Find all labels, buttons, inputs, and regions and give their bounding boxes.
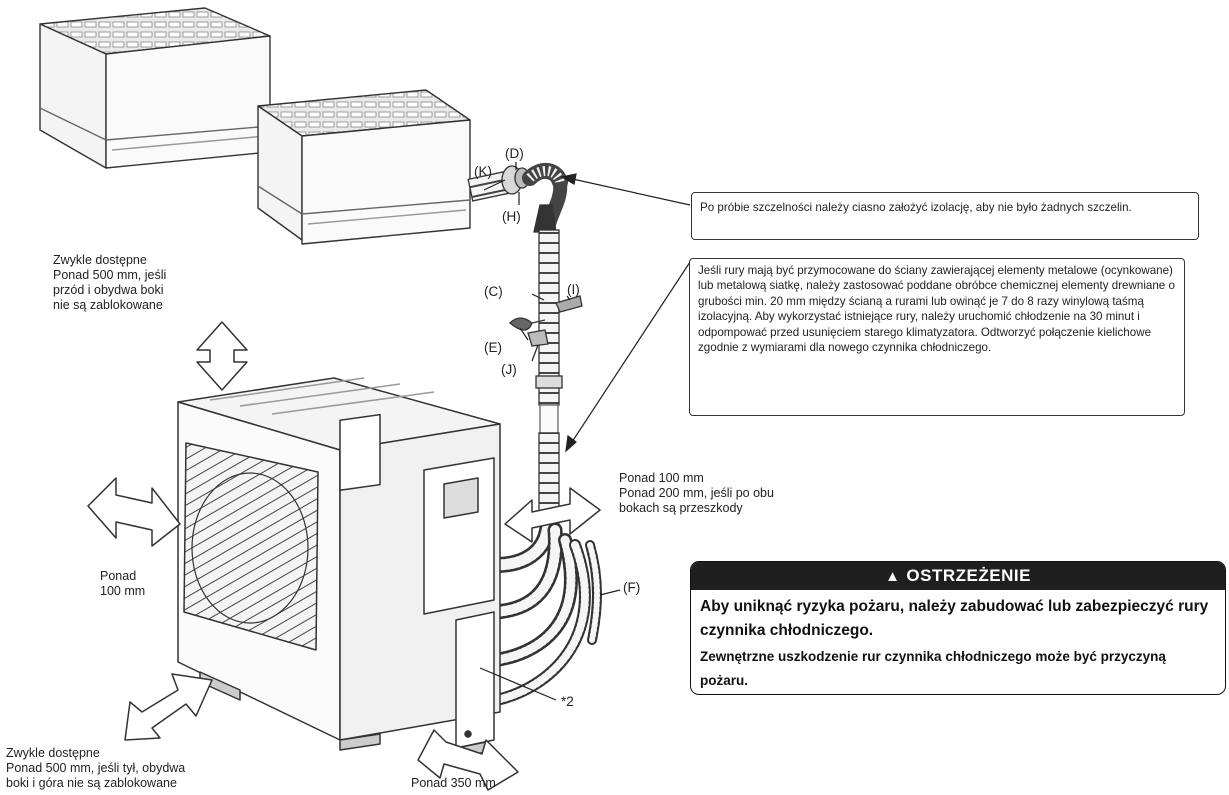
part-code-f: (F)	[623, 580, 641, 595]
arrow-top	[196, 321, 248, 391]
clearance-label-top: Zwykle dostępne Ponad 500 mm, jeśli przó…	[53, 253, 167, 312]
indoor-unit-right	[257, 89, 471, 245]
arrow-left	[87, 477, 181, 547]
outdoor-unit	[177, 377, 501, 759]
warning-header: ▲ OSTRZEŻENIE	[691, 562, 1225, 590]
clearance-label-left: Ponad 100 mm	[100, 569, 146, 598]
pipe-bundle	[509, 229, 583, 524]
clearance-label-right: Ponad 100 mm Ponad 200 mm, jeśli po obu …	[619, 471, 774, 515]
insulation-note: Po próbie szczelności należy ciasno zało…	[691, 192, 1199, 240]
warning-main-text: Aby uniknąć ryzyka pożaru, należy zabudo…	[700, 598, 1209, 639]
warning-title: OSTRZEŻENIE	[906, 566, 1031, 585]
clearance-arrows	[87, 321, 601, 791]
indoor-unit-left	[39, 7, 271, 169]
part-code-e: (E)	[484, 340, 502, 355]
part-code-note-2: *2	[561, 694, 574, 709]
arrow-right	[504, 487, 601, 543]
part-code-c: (C)	[484, 284, 503, 299]
indoor-pipe-connection	[467, 163, 568, 233]
part-code-j: (J)	[501, 362, 517, 377]
part-code-k: (K)	[474, 164, 492, 179]
warning-box: ▲ OSTRZEŻENIE Aby uniknąć ryzyka pożaru,…	[690, 561, 1226, 695]
warning-detail-text: Zewnętrzne uszkodzenie rur czynnika chło…	[700, 649, 1166, 688]
pipe-mounting-note: Jeśli rury mają być przymocowane do ścia…	[689, 258, 1185, 416]
part-code-h: (H)	[502, 209, 521, 224]
arrow-bottom	[417, 729, 519, 791]
clearance-label-bottom: Ponad 350 mm	[411, 776, 496, 790]
part-code-d: (D)	[505, 146, 524, 161]
part-code-i: (I)	[567, 282, 580, 297]
arrow-bottom-left	[124, 673, 213, 741]
outdoor-hoses	[488, 512, 602, 706]
warning-triangle-icon: ▲	[885, 567, 901, 585]
clearance-label-bottom-left: Zwykle dostępne Ponad 500 mm, jeśli tył,…	[6, 746, 186, 790]
leader-lines	[479, 162, 691, 701]
